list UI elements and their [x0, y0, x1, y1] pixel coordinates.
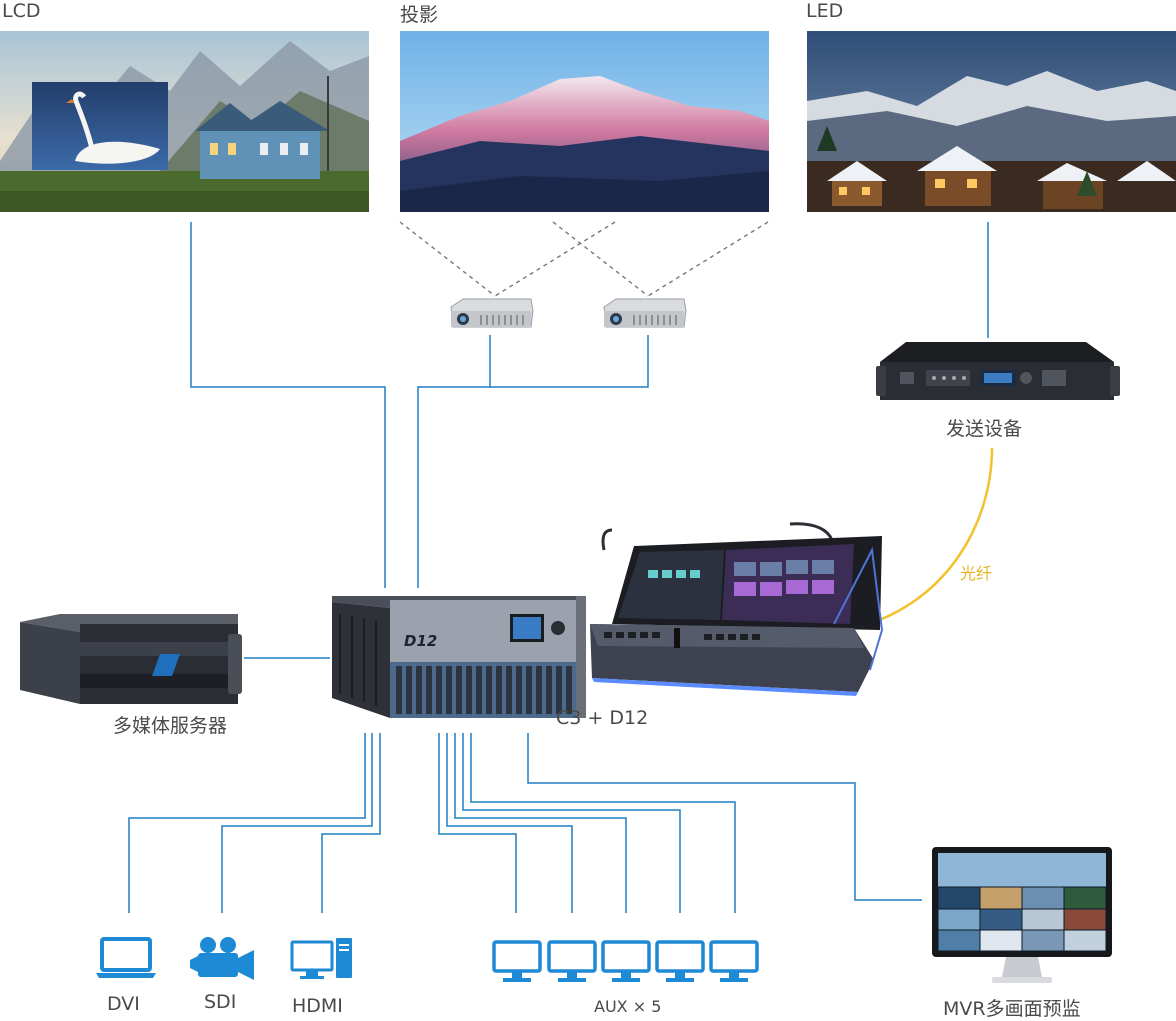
- projection-screen-image: [400, 31, 769, 212]
- aux-label: AUX × 5: [594, 997, 662, 1016]
- desktop-computer-icon: [290, 936, 354, 980]
- d12-badge: D12: [404, 632, 438, 650]
- switcher-label: C3 + D12: [556, 707, 649, 729]
- mvr-monitor-device: [930, 845, 1114, 985]
- aux-monitor-icon: [601, 940, 651, 983]
- lcd-label: LCD: [2, 0, 41, 22]
- sender-device: [876, 340, 1120, 406]
- projector-right: [600, 297, 688, 331]
- mvr-label: MVR多画面预监: [943, 998, 1081, 1020]
- fiber-label: 光纤: [960, 564, 993, 583]
- aux-monitor-icon: [547, 940, 597, 983]
- video-camera-icon: [188, 936, 256, 982]
- d12-switcher-device: [330, 594, 594, 720]
- led-screen-image: [807, 31, 1176, 212]
- laptop-icon: [95, 937, 157, 979]
- sdi-label: SDI: [204, 991, 237, 1013]
- aux-monitor-icon: [655, 940, 705, 983]
- c3-console-device: [584, 520, 886, 696]
- media-server-device: [20, 614, 242, 708]
- projector-left: [447, 297, 535, 331]
- led-label: LED: [806, 0, 844, 22]
- hdmi-label: HDMI: [292, 995, 343, 1017]
- sender-label: 发送设备: [946, 418, 1023, 440]
- dvi-label: DVI: [107, 993, 140, 1015]
- aux-monitor-icon: [709, 940, 759, 983]
- media-server-label: 多媒体服务器: [113, 715, 228, 737]
- aux-monitor-icon: [492, 940, 542, 983]
- projection-label: 投影: [400, 4, 439, 26]
- lcd-screen-image: [0, 31, 369, 212]
